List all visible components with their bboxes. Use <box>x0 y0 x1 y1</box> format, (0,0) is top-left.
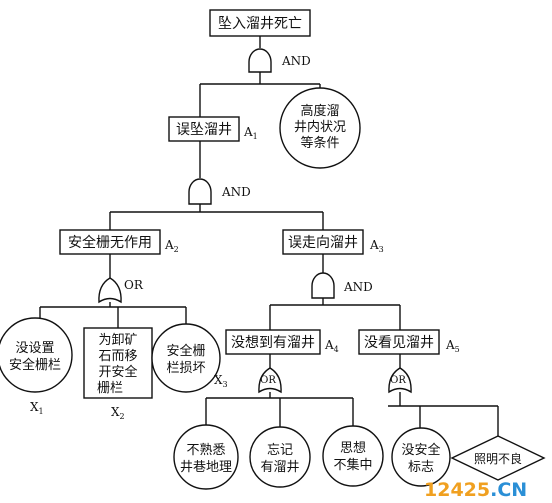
basic-event-x2: 为卸矿 石而移 开安全 栅栏 X2 <box>83 327 153 421</box>
x2-line-1: 为卸矿 <box>98 332 137 348</box>
b4-line-1: 没安全 <box>401 442 440 458</box>
b1-line-1: 不熟悉 <box>186 442 225 458</box>
x3-line-1: 安全栅 <box>166 343 205 359</box>
event-a4-label: 没想到有溜井 <box>231 335 315 351</box>
x1-line-1: 没设置 <box>15 341 54 356</box>
condition-line-1: 高度溜 <box>300 103 339 119</box>
event-a5-code: A5 <box>445 338 460 354</box>
top-event-label: 坠入溜井死亡 <box>218 16 302 32</box>
x1-code: X1 <box>30 400 44 416</box>
b5-label: 照明不良 <box>474 451 522 466</box>
b4-line-2: 标志 <box>408 460 434 475</box>
event-a2: 安全栅无作用 A2 <box>59 229 179 255</box>
b3-line-2: 不集中 <box>333 457 372 473</box>
event-a1: 误坠溜井 A1 <box>168 116 258 142</box>
event-a2-label: 安全栅无作用 <box>68 234 152 251</box>
basic-event-b4: 没安全 标志 <box>391 427 451 487</box>
basic-event-b3: 思想 不集中 <box>322 425 384 487</box>
x3-line-2: 栏损坏 <box>166 361 205 376</box>
x2-code: X2 <box>111 405 125 421</box>
and-gate-3: AND <box>311 272 373 299</box>
or-gate-2: OR <box>258 367 282 394</box>
basic-event-x1: 没设置 安全栅栏 X1 <box>0 317 73 416</box>
or-gate-3-label: OR <box>390 375 406 386</box>
x1-line-2: 安全栅栏 <box>9 357 61 373</box>
or-gate-1-label: OR <box>124 278 144 292</box>
or-gate-3: OR <box>388 367 412 394</box>
basic-event-b2: 忘记 有溜井 <box>249 426 311 488</box>
watermark-text: 12425.CN <box>424 479 527 501</box>
x3-code: X3 <box>214 373 228 389</box>
x2-line-3: 开安全 <box>98 364 137 380</box>
and-gate-2: AND <box>188 178 251 205</box>
condition-line-2: 井内状况 <box>294 119 346 135</box>
and-gate-3-label: AND <box>343 280 373 294</box>
event-a5: 没看见溜井 A5 <box>358 329 460 355</box>
basic-event-x3: 安全栅 栏损坏 X3 <box>151 323 228 393</box>
event-a3: 误走向溜井 A3 <box>282 229 384 255</box>
top-event: 坠入溜井死亡 <box>209 9 311 37</box>
and-gate-2-label: AND <box>221 185 251 199</box>
x2-line-2: 石而移 <box>98 349 137 364</box>
event-a3-label: 误走向溜井 <box>288 235 358 251</box>
and-gate-1: AND <box>248 48 311 73</box>
b2-line-1: 忘记 <box>267 443 293 458</box>
event-a4: 没想到有溜井 A4 <box>225 329 339 355</box>
watermark-logo: 12425.CN <box>424 479 527 501</box>
x2-line-4: 栅栏 <box>97 381 123 396</box>
or-gate-2-label: OR <box>260 375 276 386</box>
b2-line-2: 有溜井 <box>260 460 299 475</box>
event-a2-code: A2 <box>164 238 179 254</box>
condition-line-3: 等条件 <box>300 135 339 151</box>
basic-event-b1: 不熟悉 井巷地理 <box>173 424 239 490</box>
b3-line-1: 思想 <box>340 440 366 456</box>
b1-line-2: 井巷地理 <box>180 460 232 475</box>
event-a1-code: A1 <box>243 125 258 141</box>
event-a1-label: 误坠溜井 <box>176 122 232 138</box>
and-gate-1-label: AND <box>281 54 311 68</box>
condition-circle: 高度溜 井内状况 等条件 <box>279 87 361 169</box>
event-a5-label: 没看见溜井 <box>364 335 434 351</box>
connector-lines <box>39 36 499 436</box>
event-a3-code: A3 <box>369 238 384 254</box>
event-a4-code: A4 <box>324 338 339 354</box>
basic-event-b5-diamond: 照明不良 <box>450 435 546 481</box>
or-gate-1: OR <box>98 277 144 304</box>
